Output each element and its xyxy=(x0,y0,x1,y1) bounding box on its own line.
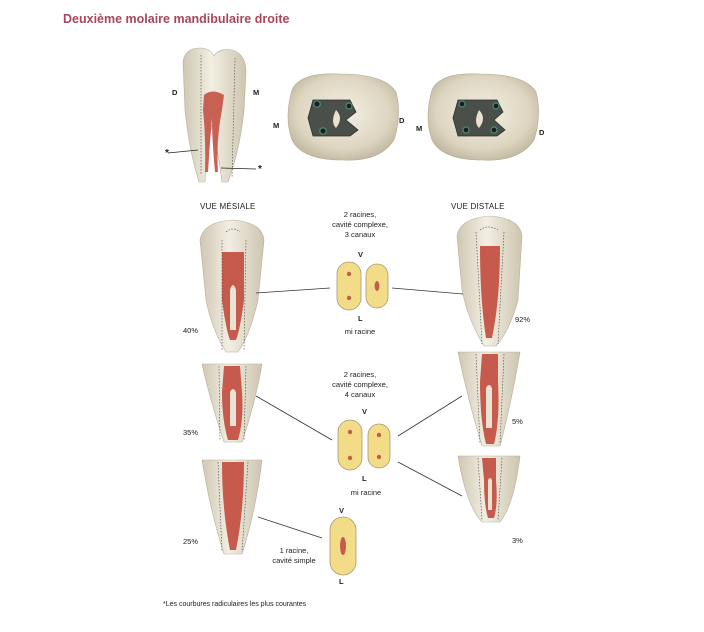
label-mesial-m: M xyxy=(253,88,260,97)
percent-mesial-3: 25% xyxy=(183,537,199,546)
group-3-description: 1 racine, cavité simple xyxy=(256,546,332,566)
connector-lines xyxy=(255,287,464,539)
group-1-desc-line-3: 3 canaux xyxy=(344,230,376,239)
group-2-desc-line-3: 4 canaux xyxy=(344,390,376,399)
asterisk-right: * xyxy=(258,164,262,175)
group-3-desc-line-1: 1 racine, xyxy=(279,546,309,555)
distal-tooth-2 xyxy=(457,351,521,447)
occlusal-2-label-m: M xyxy=(416,124,423,133)
page-title: Deuxième molaire mandibulaire droite xyxy=(63,12,290,26)
percent-distal-3: 3% xyxy=(512,536,523,545)
footnote: *Les courbures radiculaires les plus cou… xyxy=(163,601,307,608)
group-3-desc-line-2: cavité simple xyxy=(272,556,316,565)
percent-mesial-1: 40% xyxy=(183,326,199,335)
distal-tooth-3 xyxy=(457,455,521,523)
group-2-desc-line-2: cavité complexe, xyxy=(332,380,388,389)
occlusal-1-label-d: D xyxy=(399,116,405,125)
percent-mesial-2: 35% xyxy=(183,428,199,437)
group-1-label-v: V xyxy=(358,250,364,259)
cross-section-group-3 xyxy=(329,516,357,576)
occlusal-1-label-m: M xyxy=(273,121,280,130)
group-3-label-l: L xyxy=(339,577,344,586)
occlusal-2-label-d: D xyxy=(539,128,545,137)
mesial-tooth-1 xyxy=(199,219,265,353)
cross-section-group-2 xyxy=(337,419,391,471)
group-1-description: 2 racines, cavité complexe, 3 canaux xyxy=(310,210,410,240)
distal-tooth-1 xyxy=(456,215,523,347)
percent-distal-1: 92% xyxy=(515,315,531,324)
group-2-desc-line-1: 2 racines, xyxy=(343,370,377,379)
group-1-label-l: L xyxy=(358,314,363,323)
percent-distal-2: 5% xyxy=(512,417,523,426)
group-2-label-v: V xyxy=(362,407,368,416)
cross-section-group-1 xyxy=(336,261,389,311)
view-distal-title: VUE DISTALE xyxy=(451,202,505,211)
top-tooth-side-view xyxy=(167,47,257,183)
group-1-note: mi racine xyxy=(344,327,376,336)
group-2-label-l: L xyxy=(362,474,367,483)
group-1-desc-line-2: cavité complexe, xyxy=(332,220,388,229)
group-2-description: 2 racines, cavité complexe, 4 canaux xyxy=(310,370,410,400)
group-2-note: mi racine xyxy=(350,488,382,497)
view-mesial-title: VUE MÉSIALE xyxy=(200,202,256,211)
group-1-desc-line-1: 2 racines, xyxy=(343,210,377,219)
occlusal-view-1 xyxy=(287,73,399,161)
mesial-tooth-3 xyxy=(201,459,263,555)
asterisk-left: * xyxy=(165,148,169,159)
occlusal-view-2 xyxy=(427,73,539,161)
label-distal-d: D xyxy=(172,88,178,97)
mesial-tooth-2 xyxy=(201,363,263,443)
group-3-label-v: V xyxy=(339,506,345,515)
